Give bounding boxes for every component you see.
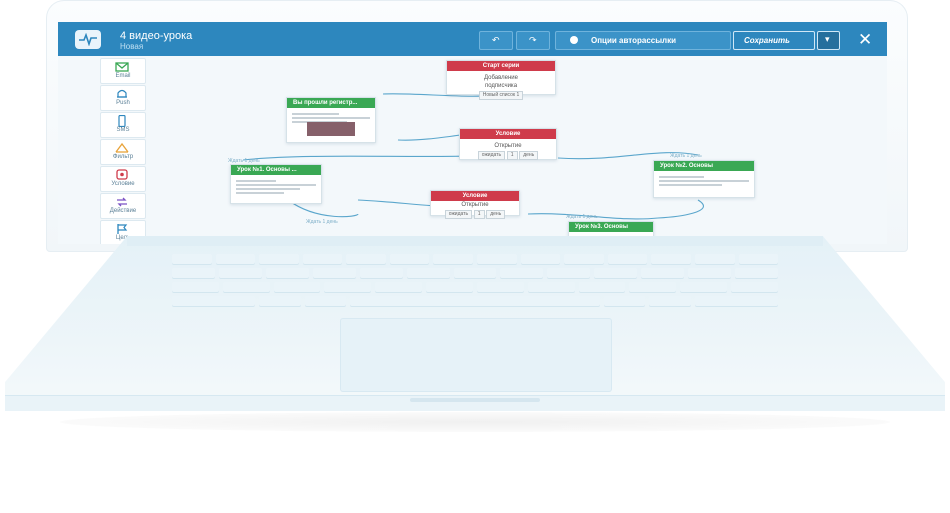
list-name: Новый список 1 — [478, 91, 524, 100]
tool-label: Email — [115, 73, 131, 79]
chevron-down-icon: ▾ — [825, 34, 830, 44]
redo-icon: ↷ — [529, 35, 537, 45]
tool-push[interactable]: Push — [100, 85, 146, 111]
email-node[interactable]: Урок №2. Основы — [653, 160, 755, 198]
keyboard — [172, 254, 779, 312]
edge-label: Ждать 1 день — [566, 214, 598, 220]
tool-label: SMS — [116, 127, 130, 133]
start-node[interactable]: Старт серии Добавление подписчика Новый … — [446, 60, 556, 100]
filter-icon — [115, 142, 129, 153]
bell-icon — [117, 89, 127, 98]
condition-node-header: Условие — [460, 129, 556, 139]
tool-label: Действие — [109, 208, 137, 214]
tool-sms[interactable]: SMS — [100, 112, 146, 138]
phone-icon — [118, 115, 126, 127]
save-dropdown-button[interactable]: ▾ — [817, 31, 840, 50]
wait-days: 1 — [473, 210, 485, 219]
autoresponder-options-button[interactable]: Опции авторассылки — [555, 31, 731, 50]
condition-node-header: Условие — [431, 191, 519, 201]
laptop-shadow — [60, 412, 890, 432]
laptop-hinge — [127, 236, 823, 246]
start-node-header: Старт серии — [447, 61, 555, 71]
tool-email[interactable]: Email — [100, 58, 146, 84]
laptop-front-edge — [5, 395, 945, 411]
connector-line — [287, 199, 359, 218]
tool-label: Фильтр — [112, 154, 134, 160]
tool-condition[interactable]: Условие — [100, 166, 146, 192]
action-icon — [117, 197, 127, 207]
connector-line — [657, 199, 704, 219]
condition-node[interactable]: Условие Открытие ожидать 1 день — [459, 128, 557, 160]
wait-label: ожидать — [477, 151, 506, 160]
touchpad — [340, 318, 612, 392]
laptop-notch — [410, 398, 540, 402]
app-screen: 4 видео-урока Новая ↶ ↷ Опции авторассыл… — [58, 22, 887, 244]
settings-icon — [570, 36, 578, 44]
email-node[interactable]: Вы прошли регистр... — [286, 97, 376, 143]
edge-label: Ждать 1 день — [228, 158, 260, 164]
tool-label: Условие — [111, 181, 135, 187]
email-node-header: Урок №2. Основы — [654, 161, 754, 171]
connector-line — [527, 213, 659, 220]
page-title: 4 видео-урока — [120, 30, 193, 42]
app-logo-icon[interactable] — [75, 30, 101, 49]
start-node-line1: Добавление — [484, 75, 518, 81]
undo-button[interactable]: ↶ — [479, 31, 513, 50]
status-label: Новая — [120, 42, 144, 51]
wait-label: ожидать — [444, 210, 473, 219]
condition-icon — [116, 169, 128, 180]
wait-days: 1 — [506, 151, 518, 160]
envelope-icon — [115, 62, 129, 72]
email-preview — [654, 171, 754, 191]
email-preview-image — [307, 122, 355, 136]
tool-filter[interactable]: Фильтр — [100, 139, 146, 165]
email-node-header: Вы прошли регистр... — [287, 98, 375, 108]
goal-icon — [117, 224, 128, 234]
close-icon[interactable]: ✕ — [858, 30, 873, 49]
edge-label: Ждать 1 день — [306, 219, 338, 225]
email-node-header: Урок №3. Основы — [569, 222, 653, 232]
tool-label: Цель — [115, 235, 131, 241]
email-node-header: Урок №1. Основы ... — [231, 165, 321, 175]
options-label: Опции авторассылки — [591, 36, 677, 45]
undo-icon: ↶ — [492, 35, 500, 45]
condition-label: Открытие — [494, 143, 522, 149]
wait-unit: день — [519, 151, 539, 160]
start-node-line2: подписчика — [484, 83, 518, 89]
email-preview — [231, 175, 321, 199]
tool-label: Push — [116, 100, 130, 106]
save-label: Сохранить — [744, 36, 790, 45]
app-header: 4 видео-урока Новая ↶ ↷ Опции авторассыл… — [58, 22, 887, 56]
wait-unit: день — [486, 210, 506, 219]
condition-node[interactable]: Условие Открытие ожидать 1 день — [430, 190, 520, 219]
condition-label: Открытие — [461, 202, 489, 208]
redo-button[interactable]: ↷ — [516, 31, 550, 50]
connector-line — [557, 152, 699, 160]
condition-node-body: Открытие ожидать 1 день — [431, 201, 519, 219]
edge-label: Ждать 1 день — [670, 153, 702, 159]
save-button[interactable]: Сохранить — [733, 31, 815, 50]
tool-action[interactable]: Действие — [100, 193, 146, 219]
start-node-body: Добавление подписчика Новый список 1 — [447, 71, 555, 100]
condition-node-body: Открытие ожидать 1 день — [460, 139, 556, 160]
email-node[interactable]: Урок №1. Основы ... — [230, 164, 322, 204]
